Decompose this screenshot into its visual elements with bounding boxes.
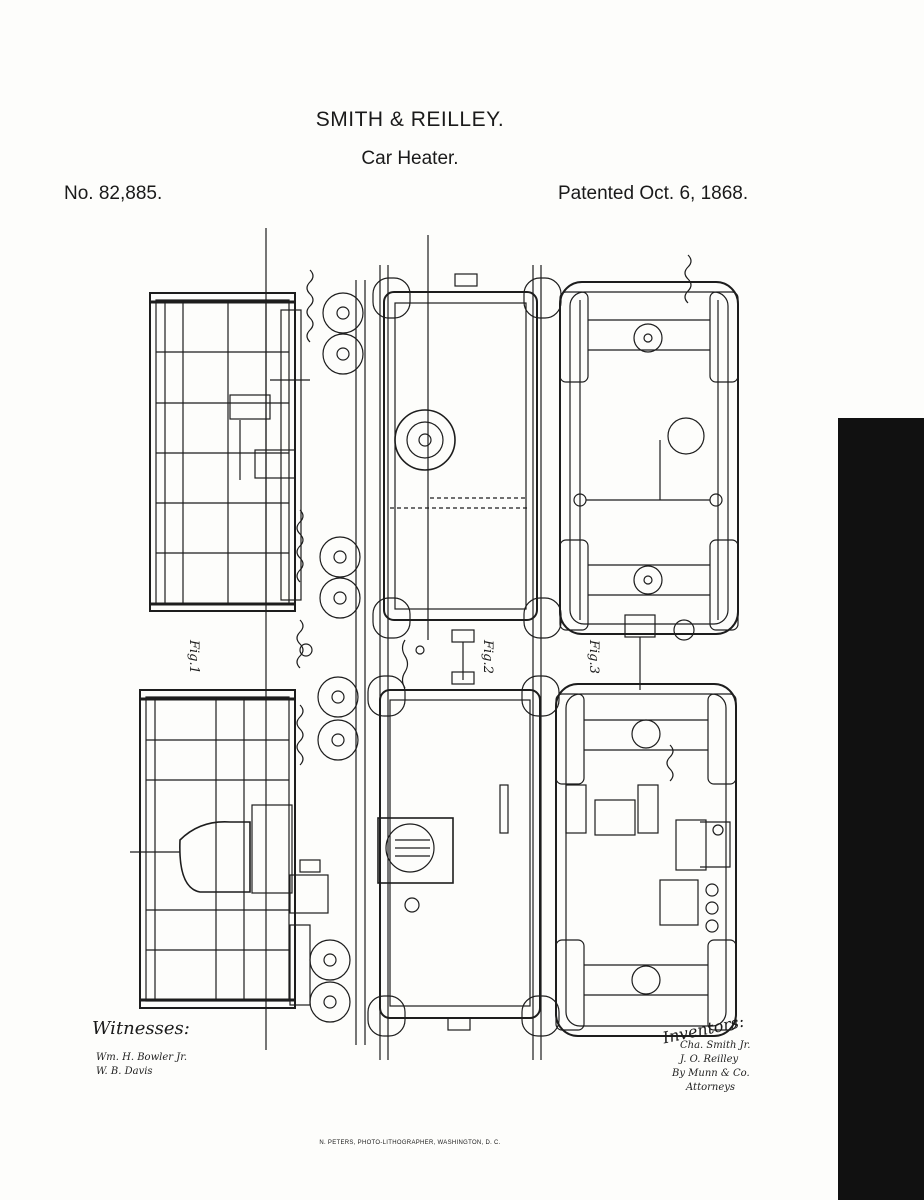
- witness-signature: Wm. H. Bowler Jr.: [96, 1052, 188, 1063]
- fig2-label: Fig.2: [480, 639, 495, 674]
- attorney-signature: Attorneys: [686, 1082, 736, 1093]
- fig3-label: Fig.3: [586, 639, 601, 674]
- fig2-drawing: [367, 235, 562, 1060]
- fig1-drawing: [130, 228, 366, 1050]
- patent-title: SMITH & REILLEY.: [315, 108, 505, 131]
- witnesses-label: Witnesses:: [92, 1018, 190, 1039]
- fig3-drawing: [555, 254, 739, 1037]
- scan-edge: [838, 418, 924, 1200]
- fig1-label: Fig.1: [186, 639, 201, 674]
- inventor-signature: Cha. Smith Jr.: [680, 1040, 751, 1051]
- patent-number: No. 82,885.: [64, 183, 163, 204]
- patent-date: Patented Oct. 6, 1868.: [558, 183, 749, 204]
- attorney-signature: By Munn & Co.: [672, 1068, 750, 1079]
- witness-signature: W. B. Davis: [96, 1066, 153, 1077]
- patent-subtitle: Car Heater.: [361, 148, 459, 169]
- inventor-signature: J. O. Reilley: [680, 1054, 739, 1065]
- lithographer-credit: N. PETERS, PHOTO-LITHOGRAPHER, WASHINGTO…: [319, 1140, 501, 1146]
